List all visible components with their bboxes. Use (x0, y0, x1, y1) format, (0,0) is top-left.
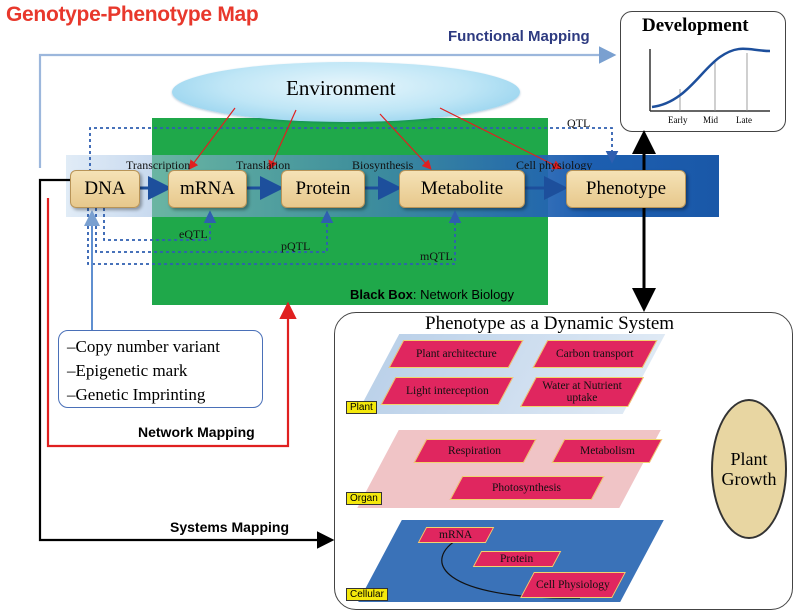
variant-list: –Copy number variant –Epigenetic mark –G… (58, 330, 263, 408)
node-protein: Protein (281, 170, 365, 208)
qtl-label: QTL (567, 116, 591, 130)
cell-protein-item: Protein (472, 551, 562, 567)
node-dna: DNA (70, 170, 140, 208)
node-phenotype: Phenotype (566, 170, 686, 208)
organ-level-tag: Organ (346, 492, 382, 505)
variant-item: –Copy number variant (67, 337, 220, 356)
plant-growth-node: Plant Growth (711, 399, 787, 539)
cell-physiology-item: Cell Physiology (520, 572, 626, 598)
dev-stage-late: Late (736, 115, 752, 125)
variant-item: –Epigenetic mark (67, 361, 188, 380)
plant-growth-line2: Growth (721, 469, 777, 489)
photosynthesis-item: Photosynthesis (449, 476, 605, 500)
black-box-label: Black Box: Network Biology (350, 287, 514, 302)
cellular-level-tag: Cellular (346, 588, 388, 601)
black-box-bold: Black Box (350, 287, 413, 302)
dev-stage-mid: Mid (703, 115, 719, 125)
environment-label: Environment (286, 76, 396, 100)
pqtl-label: pQTL (281, 239, 311, 253)
plant-growth-line1: Plant (730, 449, 768, 469)
metabolism-item: Metabolism (551, 439, 663, 463)
development-title: Development (642, 15, 749, 36)
systems-mapping-label: Systems Mapping (170, 519, 290, 535)
step-transcription: Transcription (126, 158, 191, 172)
plant-level-tag: Plant (346, 401, 377, 414)
development-curve (649, 47, 771, 112)
cell-mrna-item: mRNA (417, 527, 495, 543)
plant-architecture-item: Plant architecture (388, 340, 524, 368)
mqtl-label: mQTL (420, 249, 453, 263)
node-metabolite: Metabolite (399, 170, 525, 208)
node-mrna: mRNA (168, 170, 247, 208)
eqtl-label: eQTL (179, 227, 208, 241)
water-nutrient-uptake-item: Water at Nutrient uptake (520, 377, 644, 407)
functional-mapping-label: Functional Mapping (448, 28, 590, 45)
page-title: Genotype-Phenotype Map (6, 3, 259, 26)
step-biosynthesis: Biosynthesis (352, 158, 414, 172)
network-mapping-label: Network Mapping (138, 424, 255, 440)
step-cell-physiology: Cell physiology (516, 158, 593, 172)
light-interception-item: Light interception (380, 377, 514, 405)
carbon-transport-item: Carbon transport (532, 340, 658, 368)
dynamic-system-title: Phenotype as a Dynamic System (425, 313, 675, 334)
step-translation: Translation (236, 158, 291, 172)
variant-item: –Genetic Imprinting (67, 385, 206, 404)
black-box-rest: : Network Biology (412, 287, 515, 302)
dev-stage-early: Early (668, 115, 688, 125)
respiration-item: Respiration (413, 439, 537, 463)
environment-cloud (172, 62, 520, 122)
